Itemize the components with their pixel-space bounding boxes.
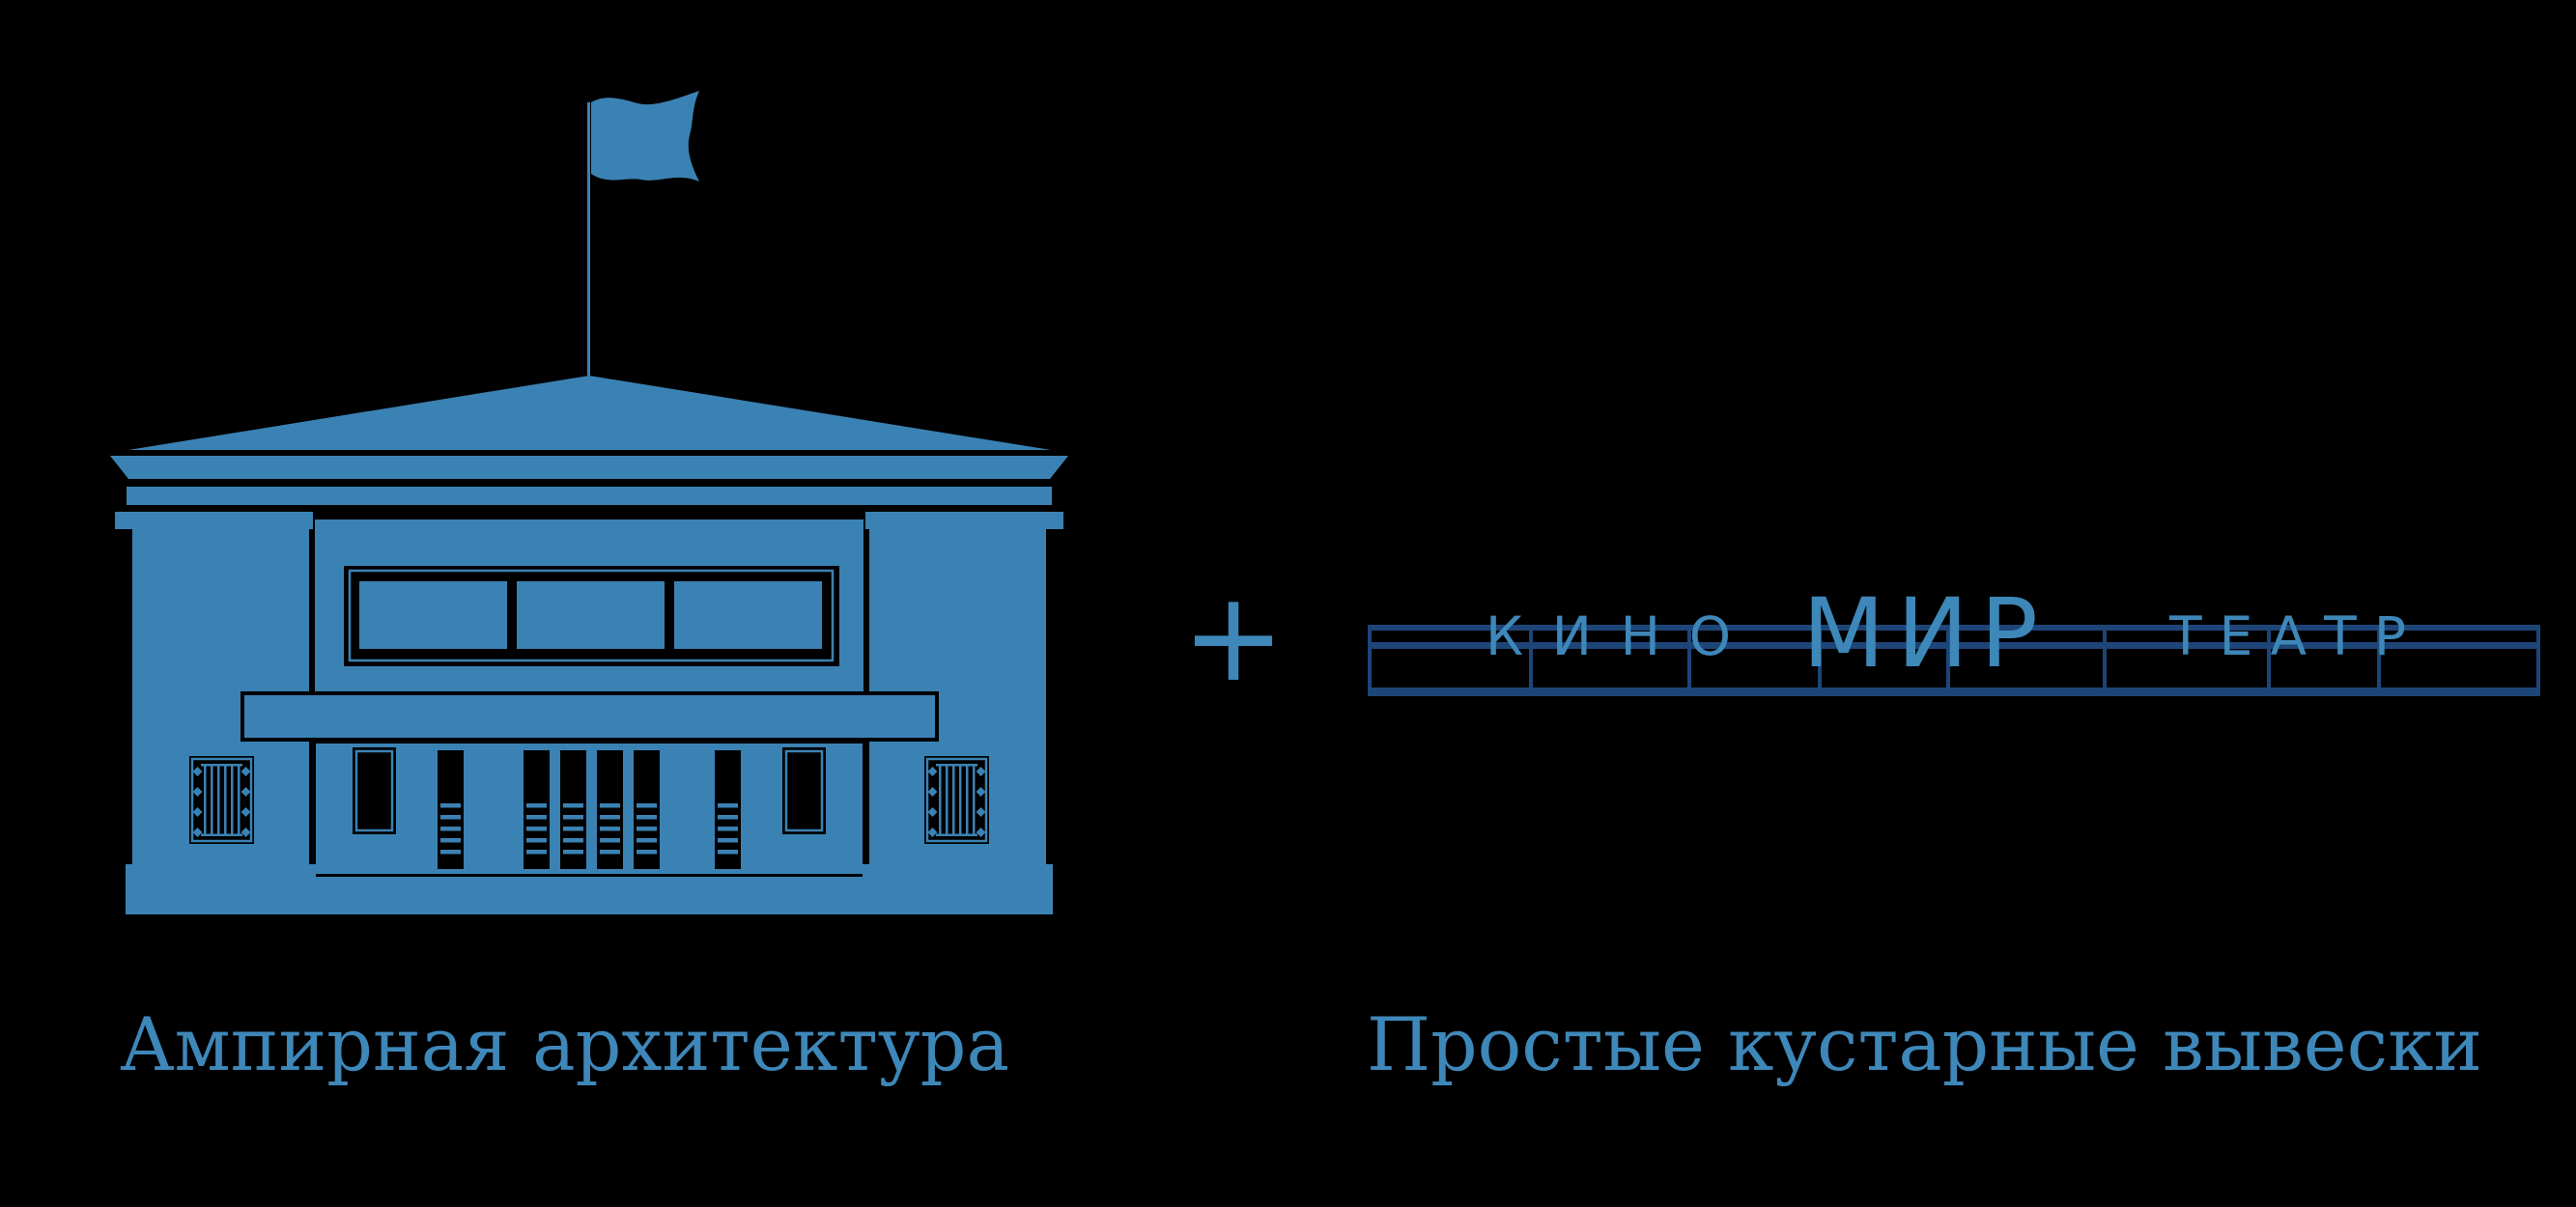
sign-post (2103, 625, 2107, 695)
pediment (128, 376, 1051, 450)
sign-post (2377, 625, 2381, 695)
entrance-canopy (241, 691, 939, 742)
flag-icon (591, 91, 699, 182)
door (597, 750, 623, 869)
door (560, 750, 586, 869)
porch-stylobate (311, 877, 867, 914)
sign-post (1946, 625, 1950, 695)
door (634, 750, 660, 869)
door (715, 750, 741, 869)
entrance-wall (316, 744, 863, 874)
lattice-grille-left (187, 754, 256, 846)
empire-building-illustration (110, 91, 1068, 914)
sign-word-mir: МИР (1802, 578, 2038, 689)
cornice (110, 456, 1068, 479)
caption-left: Ампирная архитектура (120, 1001, 1009, 1087)
side-window-left (351, 745, 398, 836)
steps-right-lower (867, 897, 934, 914)
sign-post (1818, 625, 1822, 695)
sign-post (1368, 625, 1372, 695)
caption-right: Простые кустарные вывески (1367, 1001, 2482, 1087)
steps-right-upper (867, 882, 924, 897)
sign-rail-middle (1368, 642, 2540, 649)
door (438, 750, 464, 869)
sign-rail-bottom (1368, 688, 2540, 696)
ribbon-window (344, 566, 839, 666)
sign-word-teatr: ТЕАТР (2168, 605, 2406, 667)
sign-post (2536, 625, 2540, 695)
sign-rail-top (1368, 625, 2540, 631)
pylon-capital-right (865, 512, 1063, 529)
lattice-grille-right (922, 754, 991, 846)
sign-frame-illustration (1368, 625, 2540, 696)
pylon-capital-left (115, 512, 313, 529)
sign-post (2267, 625, 2271, 695)
steps-left-upper (254, 882, 311, 897)
frieze (127, 487, 1052, 505)
steps-left-lower (244, 897, 311, 914)
sign-word-kino: КИНО (1486, 605, 1731, 667)
flagpole (587, 102, 590, 376)
sign-post (1687, 625, 1691, 695)
side-window-right (780, 745, 828, 836)
door (524, 750, 550, 869)
plus-sign: + (1181, 566, 1285, 710)
sign-post (1529, 625, 1533, 695)
